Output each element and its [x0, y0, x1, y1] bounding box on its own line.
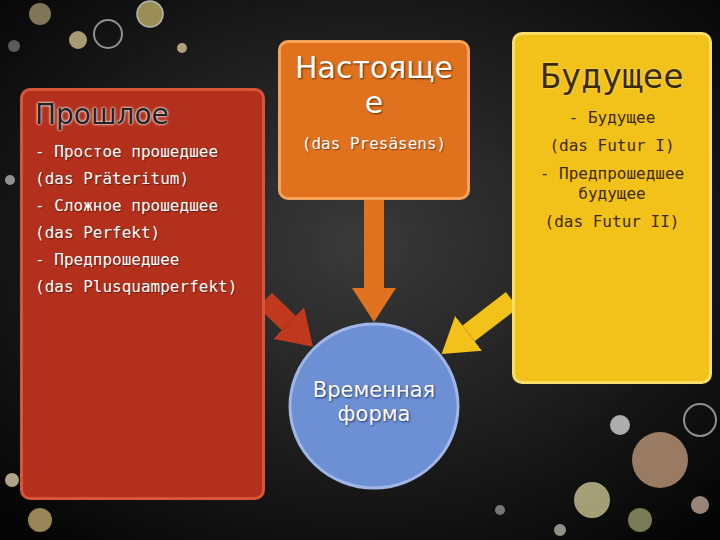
- tense-item: - Предпрошедшее будущее: [525, 164, 699, 204]
- decor-circles: [5, 1, 716, 536]
- decor-circle: [610, 415, 630, 435]
- block-arrow: [265, 300, 289, 323]
- tense-item: (das Präteritum): [35, 169, 189, 189]
- decor-circle: [69, 31, 87, 49]
- decor-circle: [94, 20, 122, 48]
- tense-box: Прошлое - Простое прошедшее (das Präteritu…: [20, 88, 265, 500]
- tense-item: (das Plusquamperfekt): [35, 277, 237, 297]
- tense-box: Настояще е (das Presäsens): [278, 40, 470, 200]
- decor-circle: [495, 505, 505, 515]
- tense-item: - Сложное прошедшее: [35, 196, 218, 216]
- decor-circle: [554, 524, 566, 536]
- tense-box: Будущее - Будущее (das Futur I) - Предпроше…: [512, 32, 712, 384]
- decor-circle: [632, 432, 688, 488]
- decor-circle: [574, 482, 610, 518]
- box-heading: Прошлое: [35, 99, 169, 131]
- decor-circle: [5, 473, 19, 487]
- box-heading: Настояще е: [294, 51, 454, 120]
- tense-item: - Предпрошедшее: [35, 250, 180, 270]
- block-arrow: [469, 300, 512, 333]
- node-content: Настояще е (das Presäsens): [281, 43, 467, 174]
- node-content: Прошлое - Простое прошедшее (das Präteritu…: [23, 91, 262, 314]
- decor-circle: [8, 40, 20, 52]
- decor-circle: [29, 3, 51, 25]
- decor-circle: [28, 508, 52, 532]
- block-arrow: [364, 200, 384, 288]
- tense-item: - Будущее: [569, 108, 656, 128]
- box-heading: Будущее: [540, 57, 683, 96]
- decor-circle: [5, 175, 15, 185]
- box-heading: Временная форма: [298, 378, 450, 426]
- decor-circle: [177, 43, 187, 53]
- tense-item: - Простое прошедшее: [35, 142, 218, 162]
- tense-item: (das Futur II): [545, 212, 680, 232]
- decor-circle: [691, 496, 709, 514]
- tense-item: (das Futur I): [549, 136, 674, 156]
- decor-circle: [684, 404, 716, 436]
- tense-item: (das Perfekt): [35, 223, 160, 243]
- decor-circle: [628, 508, 652, 532]
- tense-item: (das Presäsens): [302, 134, 447, 154]
- circle-shape: [290, 324, 458, 488]
- node-content: Будущее - Будущее (das Futur I) - Предпроше…: [515, 35, 709, 250]
- decor-circle: [137, 1, 163, 27]
- result-circle: Временная форма: [288, 322, 460, 490]
- node-content: Временная форма: [288, 322, 460, 490]
